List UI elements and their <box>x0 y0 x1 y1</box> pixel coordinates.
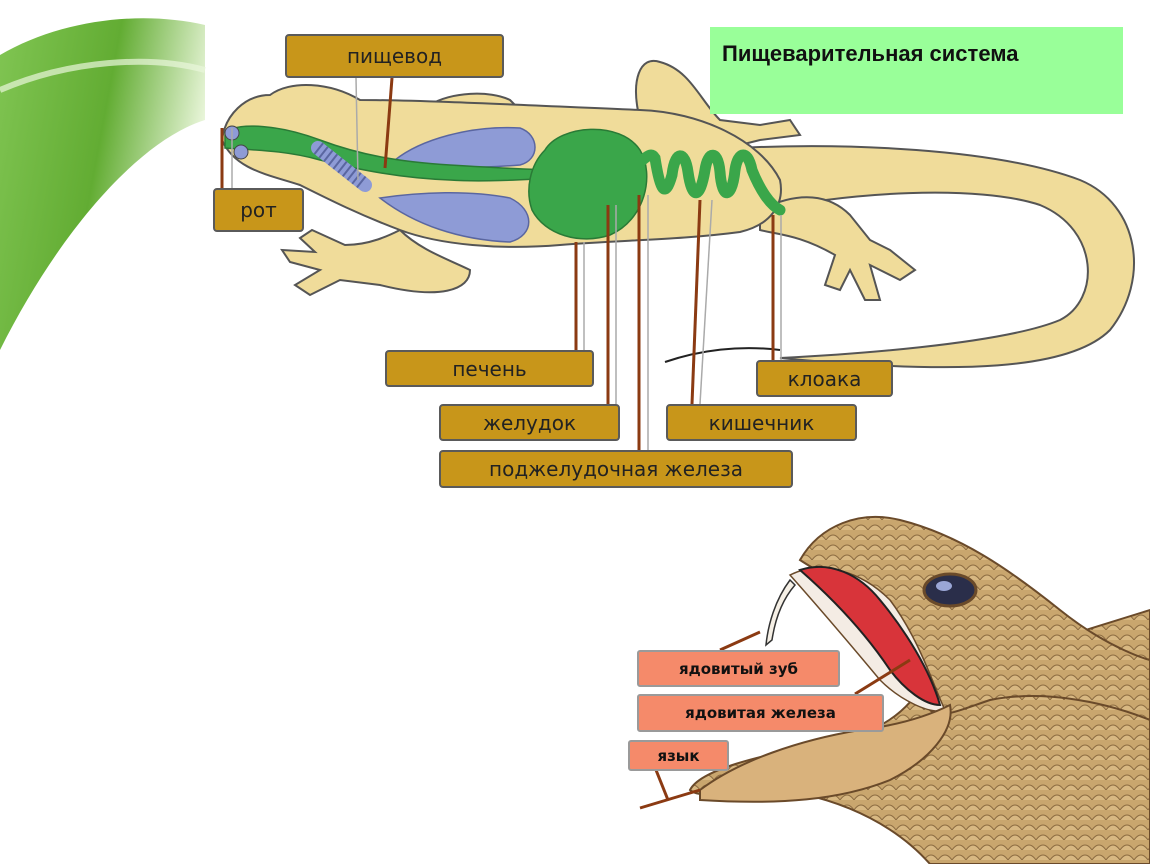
lizard-pointer-lines <box>220 77 775 450</box>
label-tongue: язык <box>628 740 729 771</box>
decorative-leaf <box>0 18 206 350</box>
label-cloaca: клоака <box>756 360 893 397</box>
lizard-illustration <box>220 59 1135 369</box>
snake-pointer-lines <box>639 630 911 810</box>
label-venom-tooth: ядовитый зуб <box>637 650 840 687</box>
label-pancreas: поджелудочная железа <box>439 450 793 488</box>
label-mouth: рот <box>213 188 304 232</box>
label-liver: печень <box>385 350 594 387</box>
snake-head-illustration <box>688 516 1150 864</box>
label-esophagus: пищевод <box>285 34 504 78</box>
label-venom-gland: ядовитая железа <box>637 694 884 732</box>
label-stomach: желудок <box>439 404 620 441</box>
diagram-title: Пищеварительная система <box>710 27 1123 114</box>
label-intestine: кишечник <box>666 404 857 441</box>
lizard-pointer-lines-thin <box>231 77 782 450</box>
